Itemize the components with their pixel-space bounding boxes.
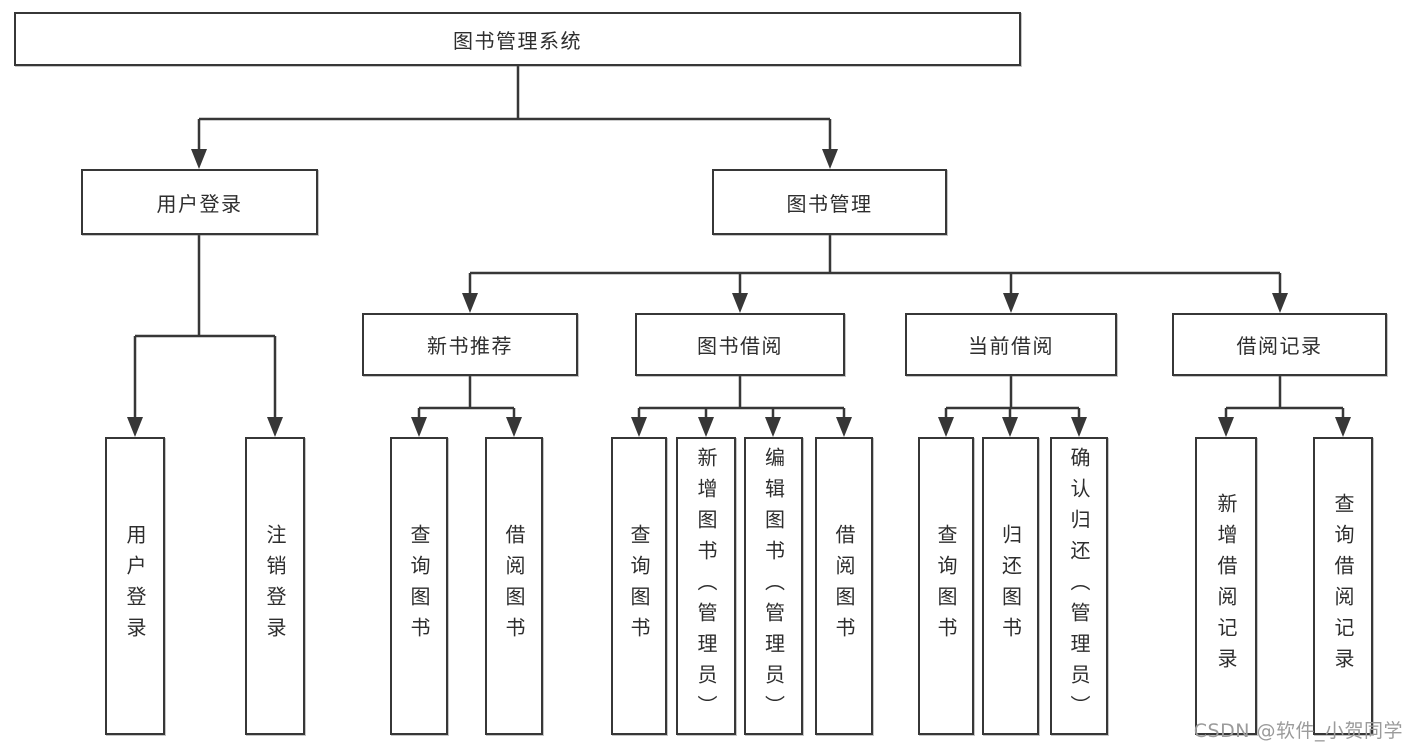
leaf-confirm-return-admin-label: 确认归还（管理员） — [1067, 446, 1091, 726]
leaf-add-books-admin: 新增图书（管理员） — [676, 437, 736, 735]
leaf-query-books-borrow-label: 查询图书 — [627, 524, 651, 648]
arrowhead-icon — [1003, 293, 1019, 313]
leaf-query-books-recommend-label: 查询图书 — [407, 524, 431, 648]
connector-root-to-level1 — [197, 66, 832, 152]
leaf-logout: 注销登录 — [245, 437, 305, 735]
leaf-borrow-books-recommend-label: 借阅图书 — [502, 524, 526, 648]
arrowhead-icon — [1272, 293, 1288, 313]
arrowhead-icon — [191, 149, 207, 169]
node-book-management-label: 图书管理 — [786, 191, 873, 216]
leaf-edit-books-admin-label: 编辑图书（管理员） — [761, 446, 786, 726]
arrowhead-icon — [1002, 417, 1018, 437]
arrowhead-icon — [267, 417, 283, 437]
leaf-query-books-borrow: 查询图书 — [611, 437, 667, 735]
connector-lines — [133, 66, 1345, 420]
node-new-book-recommend: 新书推荐 — [362, 313, 578, 376]
arrowhead-icon — [836, 417, 852, 437]
leaf-return-books: 归还图书 — [982, 437, 1039, 735]
arrowhead-icon — [411, 417, 427, 437]
node-borrow-records: 借阅记录 — [1172, 313, 1387, 376]
arrowhead-icon — [1335, 417, 1351, 437]
node-current-borrow-label: 当前借阅 — [968, 334, 1054, 358]
node-new-book-recommend-label: 新书推荐 — [427, 334, 513, 358]
leaf-confirm-return-admin: 确认归还（管理员） — [1050, 437, 1108, 735]
connector-user-login-children — [133, 235, 277, 420]
leaf-query-borrow-record: 查询借阅记录 — [1313, 437, 1373, 735]
connector-book-mgmt-children — [468, 235, 1282, 296]
leaf-query-borrow-record-label: 查询借阅记录 — [1331, 493, 1355, 679]
leaf-edit-books-admin: 编辑图书（管理员） — [744, 437, 803, 735]
arrowhead-icon — [822, 149, 838, 169]
leaf-user-login-label: 用户登录 — [123, 524, 147, 648]
arrowhead-icon — [462, 293, 478, 313]
arrowhead-icon — [1071, 417, 1087, 437]
leaf-query-books-current-label: 查询图书 — [934, 524, 958, 648]
leaf-return-books-label: 归还图书 — [998, 524, 1023, 648]
arrowhead-icon — [506, 417, 522, 437]
leaf-borrow-books-recommend: 借阅图书 — [485, 437, 543, 735]
node-book-borrow-label: 图书借阅 — [697, 334, 783, 358]
node-user-login-label: 用户登录 — [156, 191, 243, 216]
leaf-user-login: 用户登录 — [105, 437, 165, 735]
node-root: 图书管理系统 — [14, 12, 1021, 66]
connector-borrow-record-children — [1224, 376, 1345, 420]
node-user-login: 用户登录 — [81, 169, 318, 235]
node-borrow-records-label: 借阅记录 — [1236, 334, 1323, 358]
leaf-borrow-books-label: 借阅图书 — [832, 524, 856, 648]
arrowhead-icon — [698, 417, 714, 437]
leaf-logout-label: 注销登录 — [263, 524, 287, 648]
leaf-add-books-admin-label: 新增图书（管理员） — [694, 446, 718, 726]
arrowhead-icon — [1218, 417, 1234, 437]
node-book-management: 图书管理 — [712, 169, 947, 235]
arrowhead-icon — [732, 293, 748, 313]
leaf-query-books-current: 查询图书 — [918, 437, 974, 735]
leaf-add-borrow-record: 新增借阅记录 — [1195, 437, 1257, 735]
arrowhead-icon — [127, 417, 143, 437]
leaf-add-borrow-record-label: 新增借阅记录 — [1214, 493, 1238, 679]
leaf-borrow-books: 借阅图书 — [815, 437, 873, 735]
connector-book-borrow-children — [637, 376, 846, 420]
arrowhead-icon — [765, 417, 781, 437]
arrowhead-icons — [127, 149, 1351, 437]
leaf-query-books-recommend: 查询图书 — [390, 437, 448, 735]
connector-current-borrow-children — [944, 376, 1081, 420]
connector-new-book-children — [417, 376, 516, 420]
node-current-borrow: 当前借阅 — [905, 313, 1117, 376]
arrowhead-icon — [938, 417, 954, 437]
node-root-label: 图书管理系统 — [453, 28, 582, 53]
arrowhead-icon — [631, 417, 647, 437]
node-book-borrow: 图书借阅 — [635, 313, 845, 376]
csdn-watermark: CSDN @软件_小贺同学 — [1193, 720, 1403, 742]
